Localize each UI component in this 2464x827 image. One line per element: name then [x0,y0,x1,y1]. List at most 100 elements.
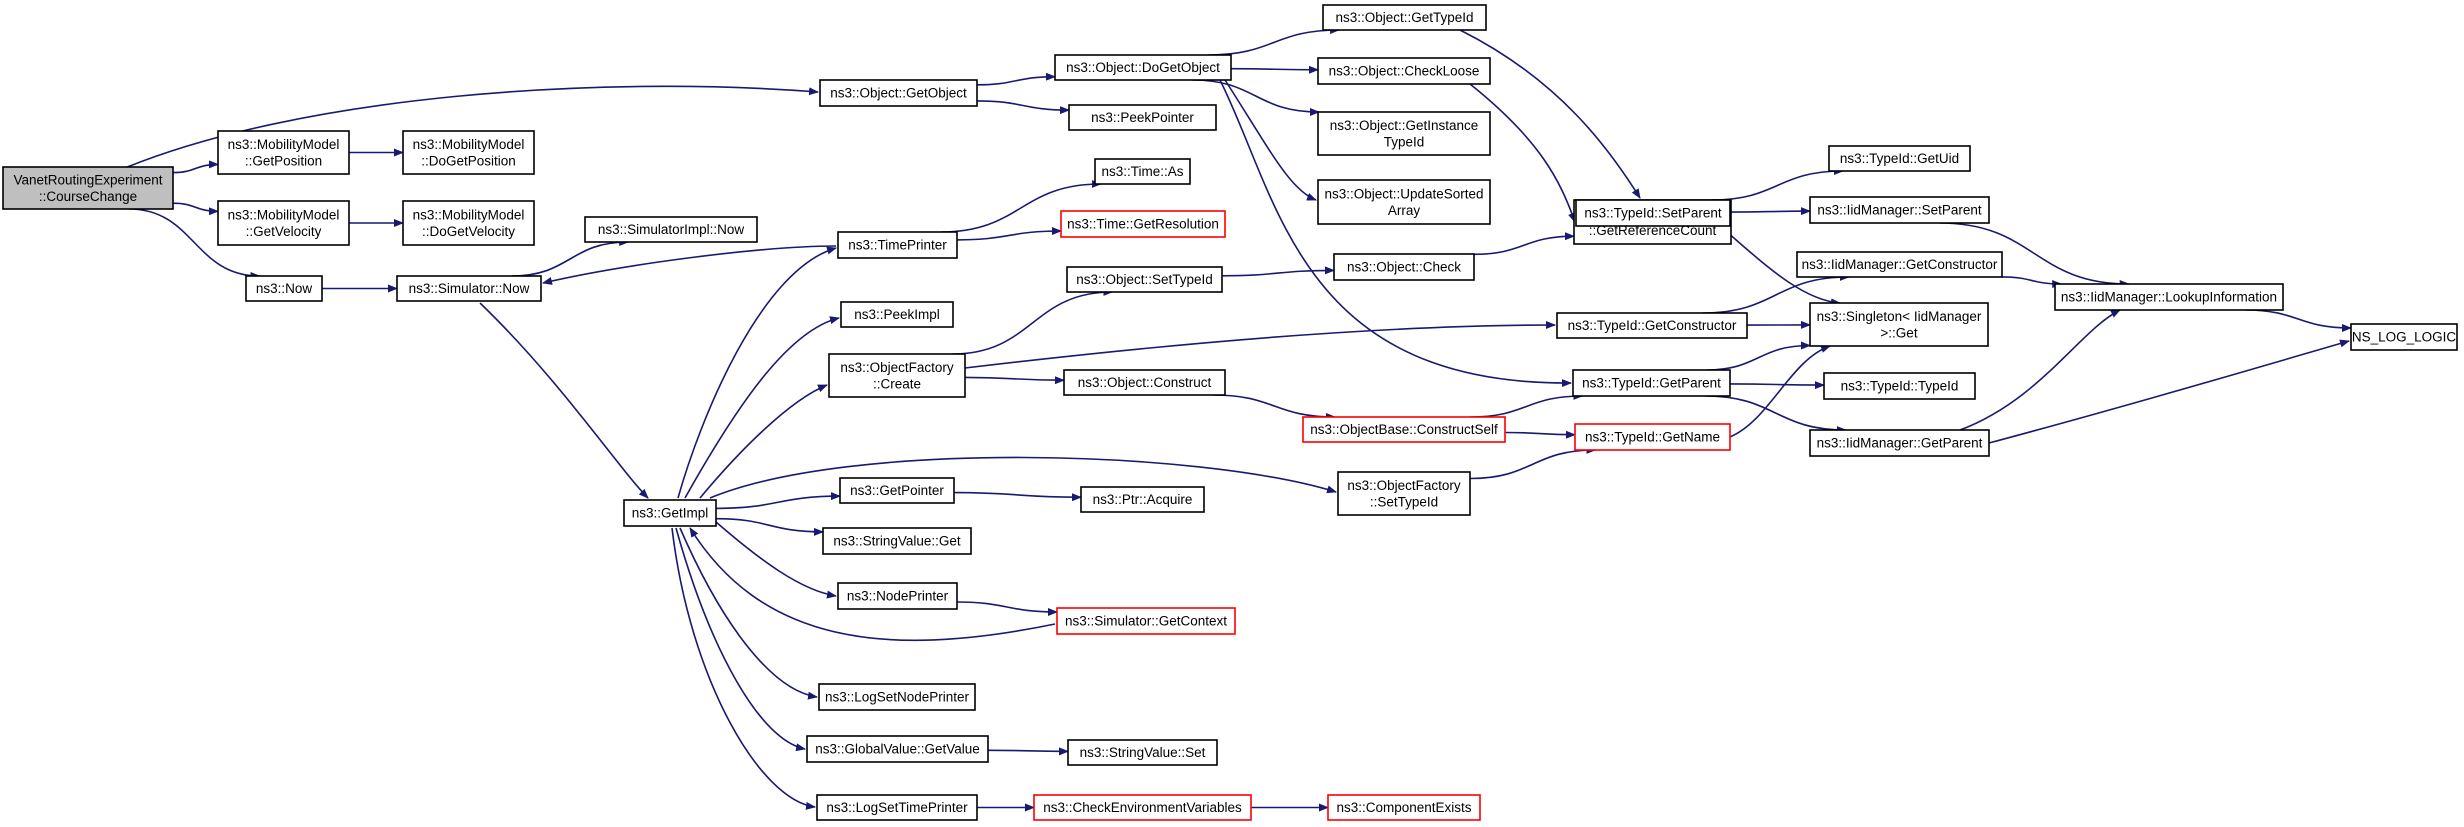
node-label: NS_LOG_LOGIC [2352,330,2457,345]
node-box [1063,369,1226,396]
node-type_id_get_parent[interactable]: ns3::TypeId::GetParent [1572,369,1731,397]
node-now[interactable]: ns3::Now [245,275,323,302]
node-type_id_set_parent[interactable]: ns3::TypeId::SetParent [1575,199,1731,227]
node-box [806,735,989,763]
edge-get_object-to-do_get_object [976,72,1056,86]
node-type_id_get_uid[interactable]: ns3::TypeId::GetUid [1828,145,1971,172]
node-box [245,275,323,302]
node-box [1809,429,1990,457]
node-box [1337,471,1471,516]
node-time_printer[interactable]: ns3::TimePrinter [837,231,958,259]
node-type_id_get_constructor[interactable]: ns3::TypeId::GetConstructor [1556,312,1748,339]
node-label: ::SetTypeId [1370,494,1438,509]
node-label: ns3::GetPointer [850,483,944,498]
node-label: ns3::Object::GetInstance [1330,118,1479,133]
node-peek_impl[interactable]: ns3::PeekImpl [840,301,954,328]
node-iid_manager_get_constructor[interactable]: ns3::IidManager::GetConstructor [1796,251,2003,278]
node-label: ns3::IidManager::GetParent [1817,436,1983,451]
edge-get_impl-to-peek_impl [684,316,840,499]
node-course_change[interactable]: VanetRoutingExperiment::CourseChange [2,166,174,210]
node-node_printer[interactable]: ns3::NodePrinter [837,582,958,610]
node-label: ns3::IidManager::SetParent [1817,203,1982,218]
edge-object_factory_set_type_id-to-type_id_get_name [1469,446,1597,480]
node-string_value_set[interactable]: ns3::StringValue::Set [1067,739,1218,766]
node-log_set_node_printer[interactable]: ns3::LogSetNodePrinter [818,683,976,711]
node-mm_do_get_velocity[interactable]: ns3::MobilityModel::DoGetVelocity [402,200,535,246]
edge-iid_manager_set_parent-to-iid_manager_lookup [1939,222,2130,288]
node-box [828,353,966,398]
node-simulator_get_context[interactable]: ns3::Simulator::GetContext [1056,607,1236,635]
node-time_get_resolution[interactable]: ns3::Time::GetResolution [1060,210,1226,238]
edge-object_get_type_id-to-type_id_set_parent [1459,29,1641,199]
edge-course_change-to-mm_get_velocity [172,202,219,216]
node-mm_get_position[interactable]: ns3::MobilityModel::GetPosition [217,130,350,175]
node-component_exists[interactable]: ns3::ComponentExists [1327,794,1481,821]
node-check_loose[interactable]: ns3::Object::CheckLoose [1317,57,1491,85]
node-label: ns3::ObjectFactory [1347,478,1461,493]
node-label: ns3::MobilityModel [228,137,340,152]
node-mm_get_velocity[interactable]: ns3::MobilityModel::GetVelocity [217,200,350,246]
edge-get_impl-to-string_value_get [715,517,824,536]
node-object_get_type_id[interactable]: ns3::Object::GetTypeId [1322,4,1487,31]
node-box [1054,54,1232,81]
node-mm_do_get_position[interactable]: ns3::MobilityModel::DoGetPosition [402,130,535,175]
node-box [837,231,958,259]
node-iid_manager_lookup[interactable]: ns3::IidManager::LookupInformation [2054,283,2284,311]
node-type_id_get_name[interactable]: ns3::TypeId::GetName [1574,423,1731,451]
node-ns_log_logic[interactable]: NS_LOG_LOGIC [2350,323,2458,351]
node-simulator_now[interactable]: ns3::Simulator::Now [396,275,542,302]
edge-check_loose-to-simple_ref_count [1469,83,1576,223]
node-box [396,275,542,302]
node-label: ns3::GetImpl [632,506,709,521]
node-label: ns3::ComponentExists [1336,800,1471,815]
node-object_factory_create[interactable]: ns3::ObjectFactory::Create [828,353,966,398]
node-label: ns3::ObjectBase::ConstructSelf [1310,422,1498,437]
edge-iid_manager_get_parent-to-ns_log_logic [1988,339,2350,444]
node-time_as[interactable]: ns3::Time::As [1094,158,1191,185]
node-label: ns3::TypeId::GetUid [1840,151,1959,166]
node-label: VanetRoutingExperiment [13,172,162,187]
node-get_object[interactable]: ns3::Object::GetObject [819,79,978,107]
node-label: ns3::Object::SetTypeId [1076,272,1213,287]
node-box [1317,57,1491,85]
node-label: ns3::NodePrinter [847,589,949,604]
node-object_construct[interactable]: ns3::Object::Construct [1063,369,1226,396]
node-box [217,130,350,175]
node-object_check[interactable]: ns3::Object::Check [1333,253,1475,281]
node-get_pointer[interactable]: ns3::GetPointer [839,477,955,504]
node-global_value_get_value[interactable]: ns3::GlobalValue::GetValue [806,735,989,763]
node-box [1572,369,1731,397]
node-label: ns3::LogSetTimePrinter [826,800,968,815]
node-string_value_get[interactable]: ns3::StringValue::Get [822,527,972,555]
node-box [2350,323,2458,351]
node-singleton_get[interactable]: ns3::Singleton< IidManager >::Get [1809,302,1989,347]
node-do_get_object[interactable]: ns3::Object::DoGetObject [1054,54,1232,81]
node-log_set_time_printer[interactable]: ns3::LogSetTimePrinter [816,794,978,821]
node-box [1317,111,1491,156]
edge-get_object-to-peek_pointer [976,100,1070,115]
node-type_id_type_id[interactable]: ns3::TypeId::TypeId [1823,372,1976,400]
node-object_factory_set_type_id[interactable]: ns3::ObjectFactory::SetTypeId [1337,471,1471,516]
node-object_set_type_id[interactable]: ns3::Object::SetTypeId [1066,266,1223,293]
node-label: ns3::PeekImpl [854,307,940,322]
node-label: ns3::Object::Construct [1078,375,1212,390]
edge-type_id_get_constructor-to-iid_manager_get_constructor [1702,273,1850,314]
edge-type_id_set_parent-to-type_id_get_uid [1711,167,1844,201]
edge-type_id_get_parent-to-iid_manager_get_parent [1705,395,1847,434]
node-label: ns3::Simulator::Now [409,281,530,296]
node-simulator_impl_now[interactable]: ns3::SimulatorImpl::Now [584,216,758,243]
node-ptr_acquire[interactable]: ns3::Ptr::Acquire [1080,486,1205,513]
node-object_base_construct_self[interactable]: ns3::ObjectBase::ConstructSelf [1302,416,1506,443]
edge-get_pointer-to-ptr_acquire [953,491,1082,502]
node-label: ns3::CheckEnvironmentVariables [1043,800,1242,815]
node-check_environment_variables[interactable]: ns3::CheckEnvironmentVariables [1033,794,1252,821]
node-peek_pointer[interactable]: ns3::PeekPointer [1068,104,1217,131]
node-get_impl[interactable]: ns3::GetImpl [623,499,717,527]
edge-object_factory_create-to-type_id_get_constructor [964,321,1556,369]
node-iid_manager_get_parent[interactable]: ns3::IidManager::GetParent [1809,429,1990,457]
node-box [1327,794,1481,821]
node-iid_manager_set_parent[interactable]: ns3::IidManager::SetParent [1809,196,1990,224]
